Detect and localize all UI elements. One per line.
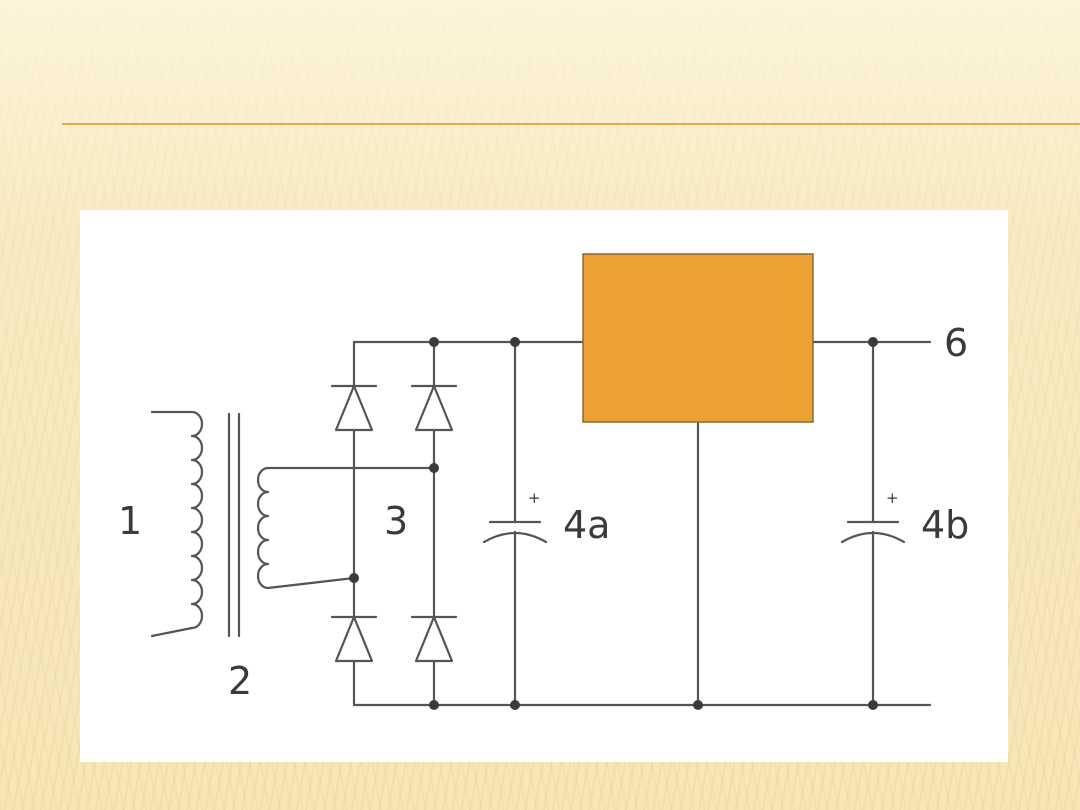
secondary-winding: [256, 466, 436, 590]
title-underline: [62, 123, 1080, 125]
capacitor-4b-plus-sign: +: [886, 489, 899, 507]
diode-top-left: [330, 384, 378, 432]
diode-bottom-right: [410, 615, 458, 663]
diode-top-right: [410, 384, 458, 432]
label-transformer: 2: [228, 659, 252, 703]
diagram-panel: 1 2 3 + 4a + 4b 6: [80, 210, 1008, 762]
capacitor-4b: [840, 340, 906, 707]
label-primary-winding: 1: [118, 499, 142, 543]
label-output-terminal: 6: [944, 321, 968, 365]
junction-dots: [349, 337, 878, 710]
primary-winding: [150, 410, 204, 638]
capacitor-4a: [482, 340, 548, 707]
diode-bottom-left: [330, 615, 378, 663]
label-input-capacitor: 4a: [563, 503, 610, 547]
transformer-core: [227, 412, 241, 638]
capacitor-4a-plus-sign: +: [528, 489, 541, 507]
circuit-diagram: 1 2 3 + 4a + 4b 6: [118, 253, 969, 710]
label-output-capacitor: 4b: [921, 503, 969, 547]
label-diode-bridge: 3: [384, 499, 408, 543]
regulator-block: [582, 253, 814, 423]
